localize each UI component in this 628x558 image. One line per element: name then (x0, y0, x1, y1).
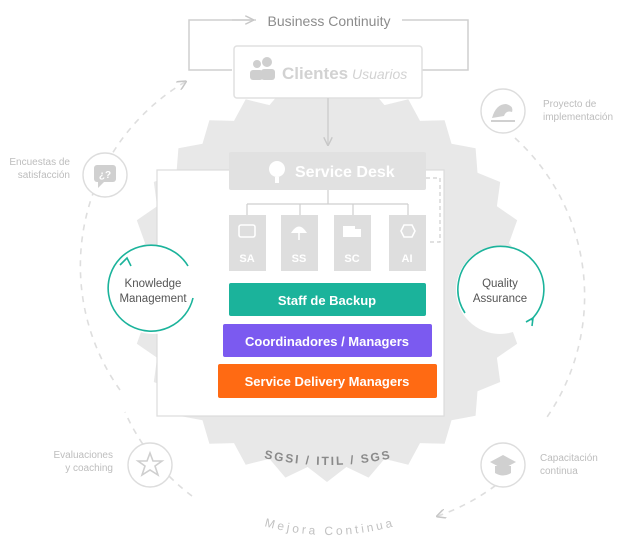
layer-coordinadores (223, 324, 432, 357)
layer-service-delivery-label: Service Delivery Managers (245, 374, 410, 389)
quality-arrow-icon (525, 316, 534, 327)
module-sc-label: SC (344, 253, 359, 265)
knowledge-line1: Knowledge (125, 278, 182, 290)
star-icon (135, 450, 165, 477)
hexagon-icon (400, 224, 416, 238)
knowledge-line2: Management (119, 293, 187, 305)
service-desk-title: Service Desk (295, 164, 395, 181)
quality-line1: Quality (482, 278, 518, 290)
proyecto-line2: implementación (543, 112, 613, 123)
wave-icon (492, 104, 513, 118)
layer-staff-backup (229, 283, 426, 316)
cycle-arc-bottom-left (124, 411, 193, 497)
encuestas-line1: Encuestas de (9, 157, 70, 168)
layer-service-delivery (218, 364, 437, 398)
quality-circle-ring (457, 245, 545, 321)
quality-line2: Assurance (473, 293, 527, 305)
knowledge-arrow-icon (119, 256, 132, 267)
knowledge-circle-fill (109, 246, 197, 334)
module-sc: SC (334, 215, 371, 271)
cycle-arc-right (514, 137, 586, 421)
cycle-arc-left-top (79, 82, 185, 391)
proyecto-node (480, 88, 526, 134)
knowledge-circle-ring (107, 244, 194, 332)
headset-icon (269, 161, 285, 183)
proyecto-line1: Proyecto de (543, 99, 597, 110)
capacitacion-line1: Capacitación (540, 453, 598, 464)
window-icon (238, 224, 256, 238)
module-ai-label: AI (402, 253, 413, 265)
encuestas-line2: satisfacción (18, 170, 70, 181)
business-continuity-label-bg (256, 8, 402, 32)
module-connectors (246, 190, 409, 215)
module-ai: AI (389, 215, 426, 271)
clientes-label: Clientes (282, 64, 348, 83)
evaluaciones-line2: y coaching (65, 463, 113, 474)
quality-circle-fill (456, 246, 544, 334)
svg-text:¿?: ¿? (99, 170, 111, 181)
module-sa-label: SA (239, 253, 254, 265)
mejora-continua-label: Mejora Continua (263, 515, 396, 538)
usuarios-label: Usuarios (352, 66, 407, 82)
business-continuity-label: Business Continuity (268, 13, 391, 29)
capacitacion-line2: continua (540, 466, 578, 477)
evaluaciones-node (127, 442, 173, 488)
standards-label: SGSI / ITIL / SGS (263, 447, 392, 468)
module-ss: SS (281, 215, 318, 271)
service-desk-loop (426, 177, 441, 243)
users-icon (250, 57, 275, 80)
capacitacion-node (480, 442, 526, 488)
module-sa: SA (229, 215, 266, 271)
umbrella-icon (291, 226, 307, 233)
layer-staff-backup-label: Staff de Backup (278, 293, 376, 308)
graduation-cap-icon (490, 455, 516, 469)
encuestas-node: ¿? (82, 152, 128, 198)
layer-coordinadores-label: Coordinadores / Managers (245, 334, 409, 349)
chat-question-icon (94, 165, 116, 182)
module-ss-label: SS (292, 253, 307, 265)
ambulance-icon (343, 226, 355, 237)
evaluaciones-line1: Evaluaciones (54, 450, 113, 461)
